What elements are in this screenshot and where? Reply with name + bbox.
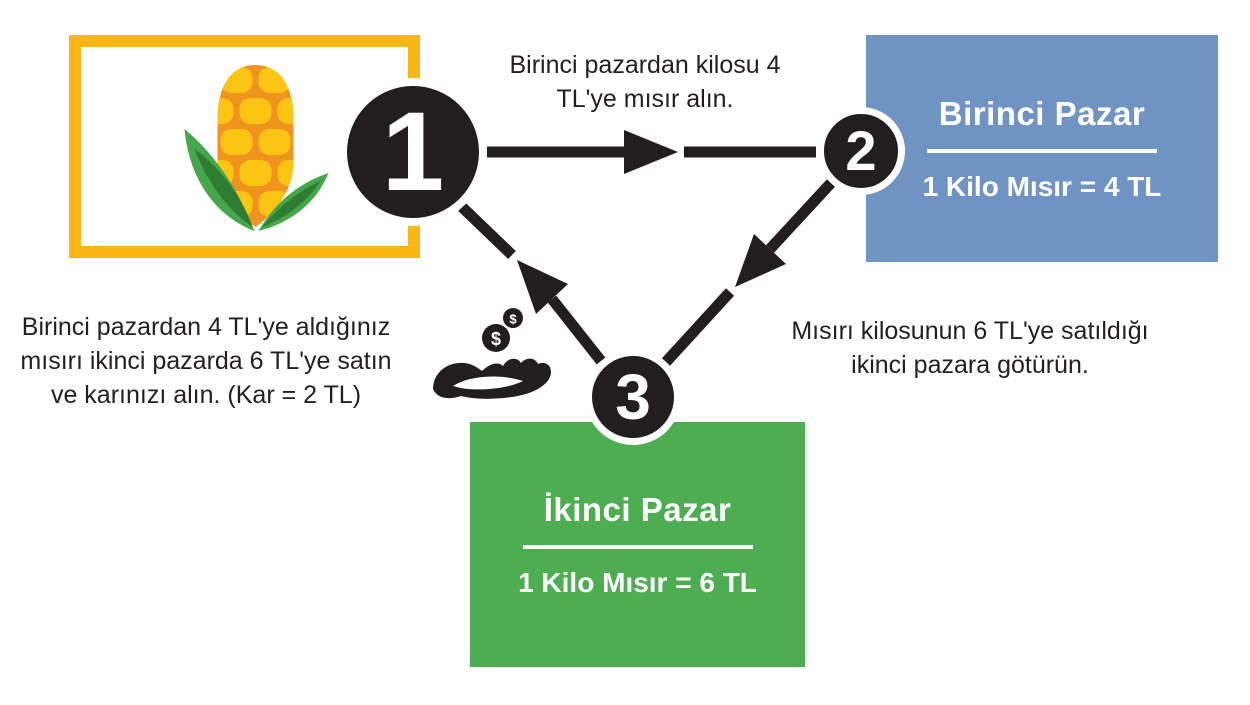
step-3-number: 3 (615, 361, 651, 433)
caption-line: ikinci pazara götürün. (851, 351, 1089, 379)
coin-dollar-sign: $ (509, 312, 517, 327)
second-market-price: 1 Kilo Mısır = 6 TL (518, 566, 757, 598)
step-3-badge: 3 (585, 349, 681, 445)
caption-line: mısırı ikinci pazarda 6 TL'ye satın (20, 347, 392, 375)
caption-sell: Birinci pazardan 4 TL'ye aldığınız mısır… (8, 310, 404, 412)
caption-line: TL'ye mısır alın. (556, 85, 734, 113)
caption-line: Mısırı kilosunun 6 TL'ye satıldığı (791, 317, 1149, 345)
first-market-title: Birinci Pazar (938, 94, 1146, 132)
divider-line (522, 544, 753, 549)
second-market-card: İkinci Pazar 1 Kilo Mısır = 6 TL (470, 422, 805, 667)
step-1-badge: 1 (339, 78, 487, 226)
first-market-card: Birinci Pazar 1 Kilo Mısır = 4 TL (866, 35, 1218, 262)
first-market-price: 1 Kilo Mısır = 4 TL (922, 170, 1162, 202)
caption-line: ve karınızı alın. (Kar = 2 TL) (50, 381, 362, 409)
second-market-title: İkinci Pazar (543, 490, 732, 528)
caption-buy: Birinci pazardan kilosu 4 TL'ye mısır al… (445, 48, 845, 116)
coin-large-icon (482, 324, 510, 352)
hand-receiving-money-icon: $ $ (433, 308, 551, 399)
arrow-step1-to-step2 (487, 130, 816, 174)
divider-line (927, 148, 1157, 153)
arrow-step2-to-step3 (661, 179, 836, 366)
step-1-number: 1 (381, 89, 445, 214)
step-2-number: 2 (845, 119, 877, 182)
corn-icon (184, 64, 329, 231)
arrow-step3-to-step1 (458, 203, 606, 365)
coin-dollar-sign: $ (491, 329, 501, 349)
coin-small-icon (503, 308, 523, 328)
step-2-badge: 2 (817, 107, 905, 195)
caption-line: Birinci pazardan kilosu 4 (509, 51, 781, 79)
caption-line: Birinci pazardan 4 TL'ye aldığınız (21, 313, 391, 341)
caption-transport: Mısırı kilosunun 6 TL'ye satıldığı ikinc… (763, 314, 1177, 382)
